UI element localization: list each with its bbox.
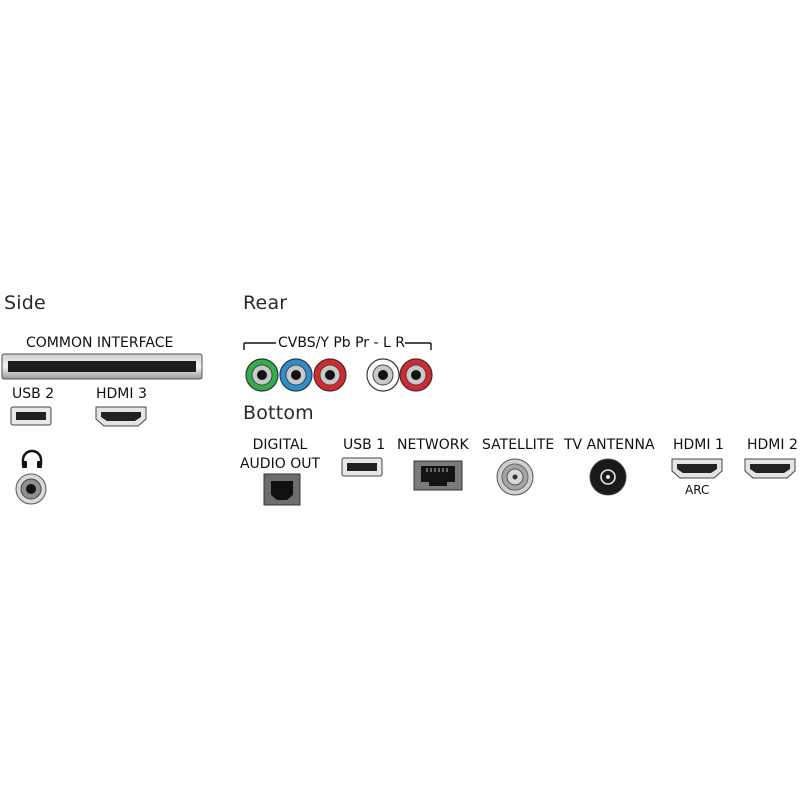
rca-jack-pb [279, 358, 313, 392]
hdmi1-arc-label: ARC [685, 483, 710, 497]
rear-group-bracket [243, 342, 432, 350]
common-interface-label: COMMON INTERFACE [26, 335, 174, 351]
bottom-section-title: Bottom [243, 402, 314, 424]
satellite-label: SATELLITE [482, 437, 555, 453]
rear-jacks [245, 358, 433, 392]
rear-group-label: CVBS/Y Pb Pr - L R [278, 335, 405, 351]
headphone-jack [15, 473, 47, 505]
tv-antenna-label: TV ANTENNA [564, 437, 655, 453]
digital-audio-label-2: AUDIO OUT [239, 456, 321, 472]
digital-audio-label-1: DIGITAL [252, 437, 308, 453]
hdmi2-label: HDMI 2 [747, 437, 798, 453]
rca-jack-r [399, 358, 433, 392]
usb1-label: USB 1 [343, 437, 386, 453]
hdmi1-port [671, 458, 723, 479]
network-port [413, 460, 463, 491]
hdmi3-label: HDMI 3 [96, 386, 147, 402]
hdmi3-port [95, 406, 147, 427]
rca-jack-y [245, 358, 279, 392]
tv-antenna-connector [589, 458, 627, 496]
rca-jack-l [366, 358, 400, 392]
side-section-title: Side [4, 292, 46, 314]
headphone-icon [21, 449, 43, 468]
hdmi2-port [744, 458, 796, 479]
rca-jack-pr [313, 358, 347, 392]
satellite-connector [496, 458, 534, 496]
usb2-label: USB 2 [12, 386, 55, 402]
usb2-port [10, 406, 52, 426]
hdmi1-label: HDMI 1 [673, 437, 724, 453]
common-interface-slot [1, 353, 203, 380]
network-label: NETWORK [397, 437, 469, 453]
rear-section-title: Rear [243, 292, 288, 314]
usb1-port [341, 457, 383, 477]
digital-audio-out-port [263, 473, 301, 506]
